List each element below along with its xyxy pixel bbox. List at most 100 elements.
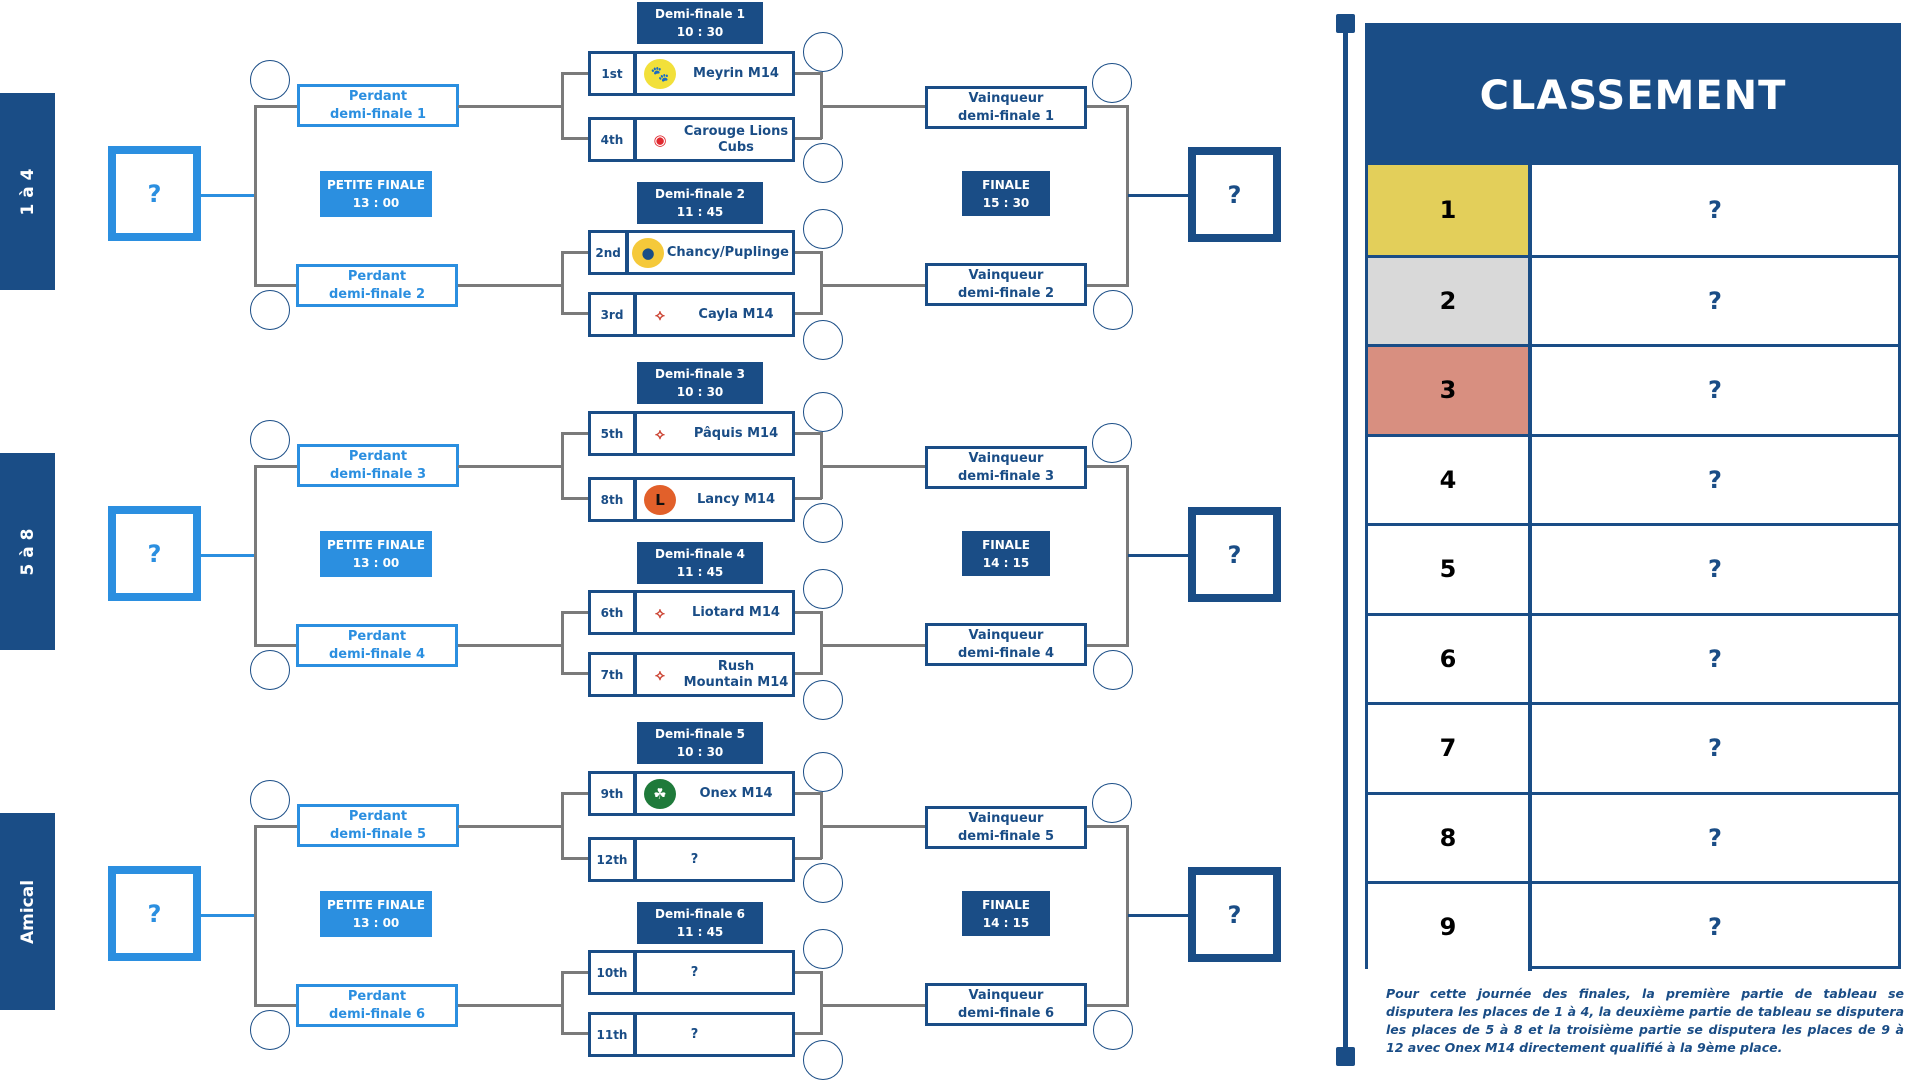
team-slot[interactable]: 6th⟡Liotard M14 [588, 590, 795, 635]
match-title: PETITE FINALE [326, 898, 426, 912]
classement-rank: 2 [1368, 257, 1532, 344]
team-slot[interactable]: 7th⟡Rush Mountain M14 [588, 652, 795, 697]
score-circle[interactable] [250, 1010, 290, 1050]
score-circle[interactable] [250, 780, 290, 820]
slot-label: demi-finale 4 [328, 646, 426, 662]
team-slot[interactable]: 9th☘Onex M14 [588, 771, 795, 816]
slot-label: Perdant [348, 808, 408, 824]
match-time: 14 : 15 [982, 915, 1030, 930]
score-circle[interactable] [803, 320, 843, 360]
connector-line [820, 251, 823, 315]
score-circle[interactable] [803, 863, 843, 903]
team-slot[interactable]: 5th⟡Pâquis M14 [588, 411, 795, 456]
team-seed: 4th [591, 120, 637, 159]
lancy-logo: L [637, 480, 683, 519]
score-circle[interactable] [803, 209, 843, 249]
celtics-logo: ☘ [637, 774, 683, 813]
connector-line [200, 914, 256, 917]
classement-team: ? [1708, 465, 1722, 494]
petite-finale-winner: ? [147, 899, 162, 928]
team-slot[interactable]: 1st🐾Meyrin M14 [588, 51, 795, 96]
score-circle[interactable] [803, 569, 843, 609]
team-name: Onex M14 [699, 785, 773, 801]
score-circle[interactable] [803, 752, 843, 792]
team-seed: 8th [591, 480, 637, 519]
connector-line [1087, 1004, 1128, 1007]
connector-line [561, 971, 589, 974]
connector-line [458, 644, 563, 647]
team-name: Meyrin M14 [693, 65, 779, 81]
petite-finale-winner-box: ? [108, 146, 201, 241]
score-circle[interactable] [803, 392, 843, 432]
score-circle[interactable] [803, 32, 843, 72]
score-circle[interactable] [1092, 63, 1132, 103]
match-title: PETITE FINALE [326, 538, 426, 552]
slot-label: Vainqueur [968, 627, 1044, 643]
match-time: 10 : 30 [676, 745, 724, 759]
score-circle[interactable] [803, 503, 843, 543]
score-circle[interactable] [803, 929, 843, 969]
score-circle[interactable] [1093, 290, 1133, 330]
team-seed: 3rd [591, 295, 637, 334]
finale-tag: FINALE 14 : 15 [962, 531, 1050, 576]
tchoukball-club-geneve-logo: ⟡ [637, 414, 683, 453]
section-label-text: 1 à 4 [17, 168, 38, 215]
team-name: Liotard M14 [692, 604, 780, 620]
match-time: 11 : 45 [676, 565, 724, 579]
team-name: ? [690, 851, 699, 867]
score-circle[interactable] [803, 143, 843, 183]
connector-line [561, 432, 564, 499]
score-circle[interactable] [803, 680, 843, 720]
match-time: 13 : 00 [352, 196, 400, 210]
connector-line [820, 971, 823, 1035]
score-circle[interactable] [1092, 783, 1132, 823]
team-slot[interactable]: 4th◉Carouge Lions Cubs [588, 117, 795, 162]
connector-line [200, 554, 256, 557]
team-slot[interactable]: 3rd⟡Cayla M14 [588, 292, 795, 337]
match-time: 14 : 15 [982, 555, 1030, 570]
score-circle[interactable] [250, 290, 290, 330]
score-circle[interactable] [1093, 1010, 1133, 1050]
connector-line [561, 792, 564, 859]
petite-finale-winner-box: ? [108, 866, 201, 961]
match-time: 11 : 45 [676, 925, 724, 939]
connector-line [795, 72, 822, 75]
team-slot[interactable]: 11th? [588, 1012, 795, 1057]
score-circle[interactable] [250, 650, 290, 690]
score-circle[interactable] [1092, 423, 1132, 463]
classement-row: 3? [1368, 344, 1898, 434]
score-circle[interactable] [250, 420, 290, 460]
connector-line [561, 611, 564, 675]
connector-line [795, 1032, 822, 1035]
connector-line [200, 194, 256, 197]
connector-line [820, 105, 926, 108]
classement-team: ? [1708, 823, 1722, 852]
connector-line [795, 792, 822, 795]
finale-winner: ? [1227, 540, 1242, 569]
score-circle[interactable] [1093, 650, 1133, 690]
team-slot[interactable]: 12th? [588, 837, 795, 882]
match-title: PETITE FINALE [326, 178, 426, 192]
score-circle[interactable] [803, 1040, 843, 1080]
connector-line [254, 465, 298, 468]
connector-line [561, 251, 564, 315]
classement-rank: 8 [1368, 794, 1532, 881]
connector-line [795, 857, 822, 860]
score-circle[interactable] [250, 60, 290, 100]
tchoukball-club-geneve-logo: ⟡ [637, 593, 683, 632]
match-title: FINALE [982, 537, 1030, 552]
team-slot[interactable]: 2nd●Chancy/Puplinge [588, 230, 795, 275]
match-title: Demi-finale 4 [654, 547, 745, 561]
team-slot[interactable]: 10th? [588, 950, 795, 995]
classement-team: ? [1708, 376, 1722, 405]
connector-line [561, 672, 589, 675]
classement-team: ? [1708, 913, 1722, 942]
connector-line [1126, 465, 1129, 647]
